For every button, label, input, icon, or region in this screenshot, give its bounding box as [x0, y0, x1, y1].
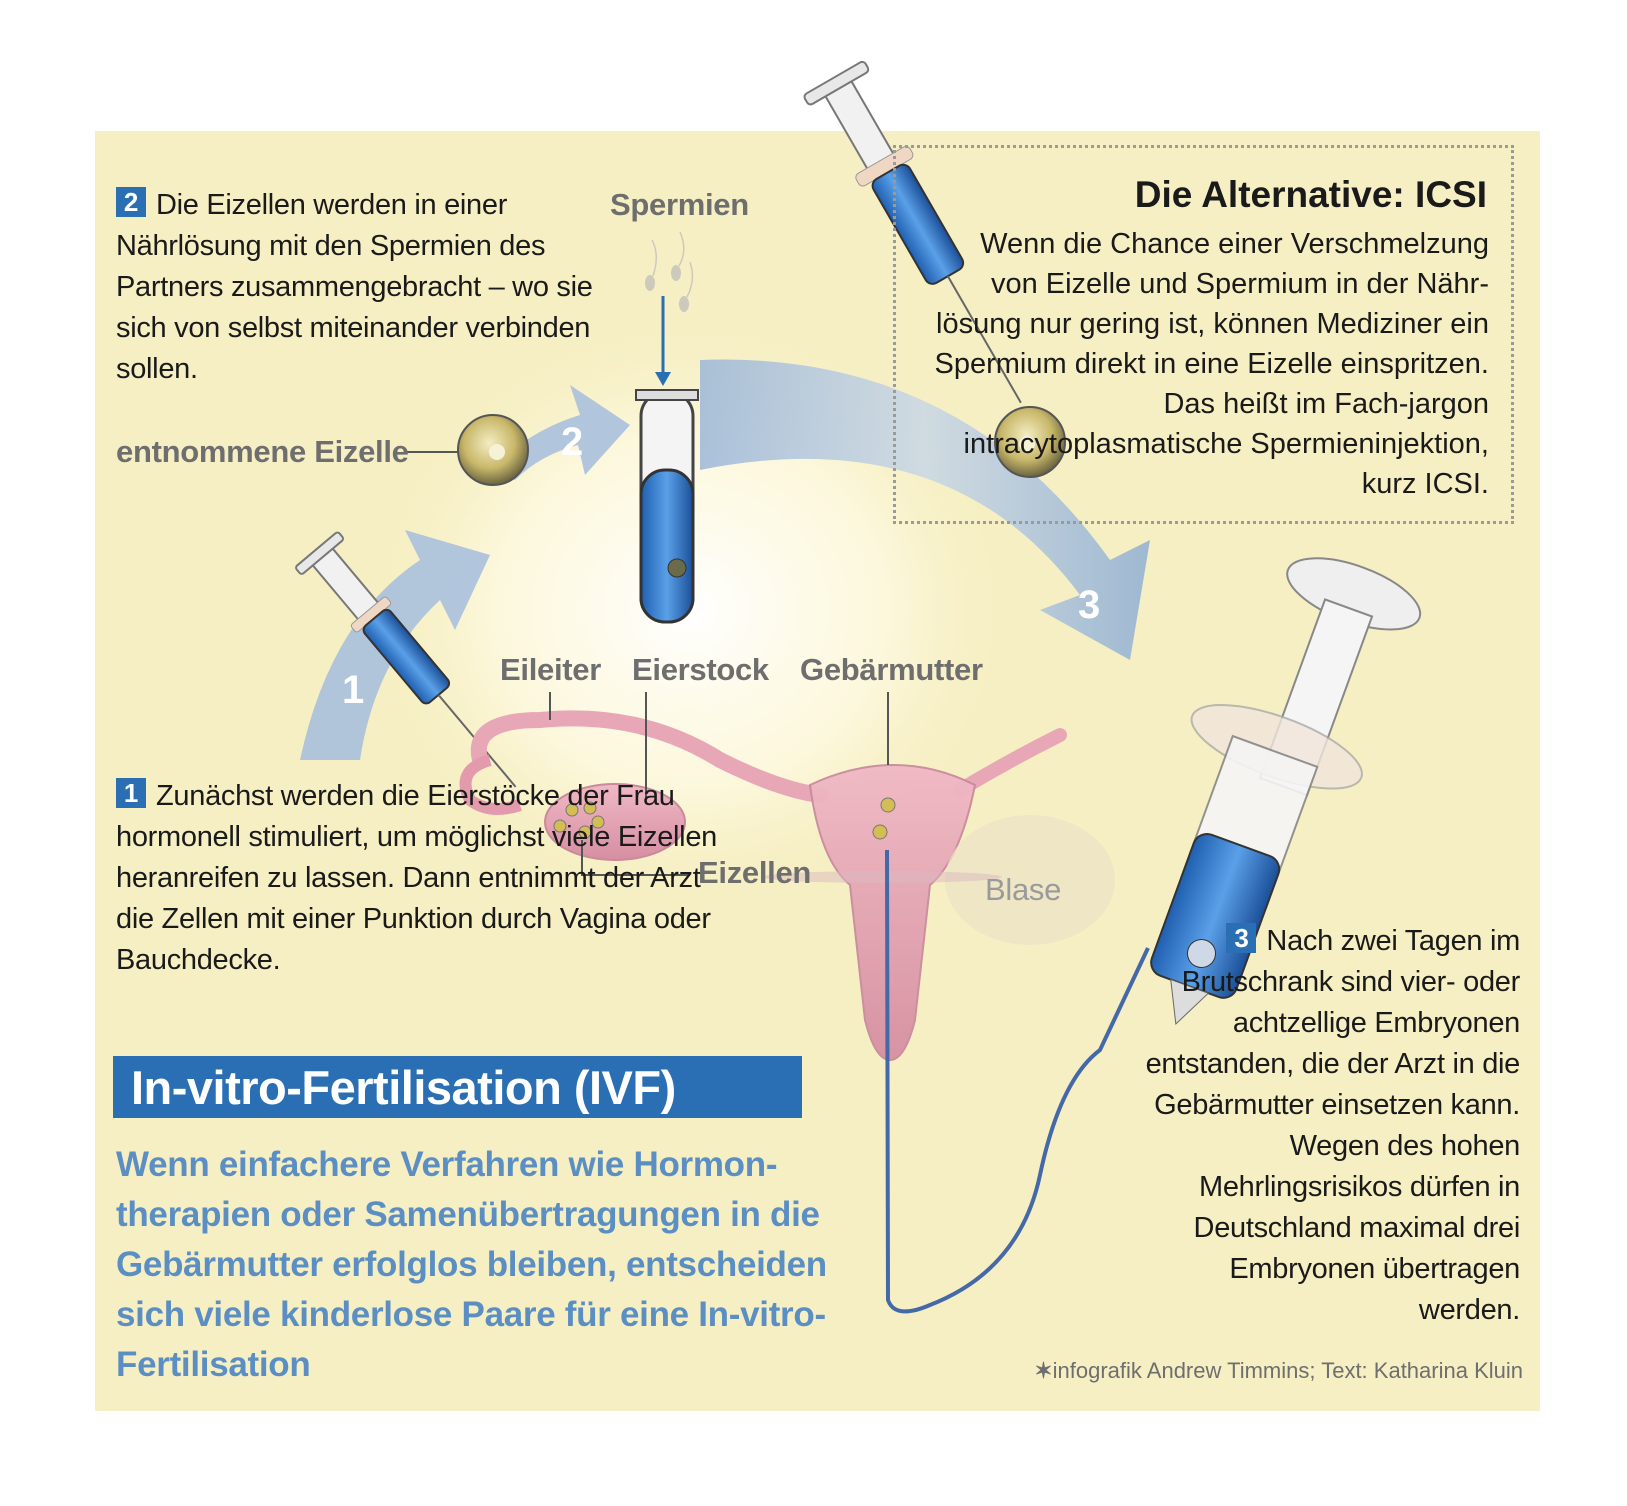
title-bar: In-vitro-Fertilisation (IVF): [113, 1056, 802, 1118]
arrow-arc-3: [700, 359, 1150, 660]
label-blase: Blase: [985, 872, 1062, 907]
credit-line: ✶infografik Andrew Timmins; Text: Kathar…: [1034, 1358, 1523, 1384]
credit-text: infografik Andrew Timmins; Text: Kathari…: [1052, 1358, 1523, 1383]
label-spermien: Spermien: [610, 187, 749, 222]
page-title: In-vitro-Fertilisation (IVF): [131, 1061, 676, 1114]
step-3-badge: 3: [1226, 923, 1257, 953]
label-eileiter: Eileiter: [500, 652, 601, 687]
arrow-number-2: 2: [561, 420, 584, 464]
step-1-text: Zunächst werden die Eierstöcke der Frau …: [116, 780, 717, 976]
arrow-number-1: 1: [342, 668, 365, 712]
label-eierstock: Eierstock: [632, 652, 769, 687]
step-2-text: Die Eizellen werden in einer Nährlösung …: [116, 189, 593, 385]
step-1-badge: 1: [116, 778, 146, 808]
label-gebaermutter: Gebärmutter: [800, 652, 983, 687]
step-2-badge: 2: [116, 187, 146, 217]
test-tube-icon: [635, 389, 699, 624]
label-eizellen: Eizellen: [698, 855, 812, 890]
catheter: [885, 849, 1150, 1314]
eizellen-leader: [581, 840, 690, 876]
bladder: [945, 815, 1115, 945]
icsi-text: Wenn die Chance einer Verschmelzung von …: [934, 228, 1489, 500]
arrow-number-3: 3: [1078, 583, 1101, 627]
infografik-logo-icon: ✶: [1034, 1358, 1053, 1383]
icsi-info-box: Die Alternative: ICSI Wenn die Chance ei…: [893, 145, 1514, 524]
puncture-syringe-icon: [295, 531, 517, 788]
sperm-icon: [645, 231, 694, 312]
step-3-text: Nach zwei Tagen im Brutschrank sind vier…: [1145, 925, 1521, 1326]
intro-text: Wenn einfachere Verfahren wie Hormon-the…: [116, 1145, 827, 1384]
down-arrow-head: [655, 372, 671, 386]
label-entnommene-eizelle: entnommene Eizelle: [116, 434, 409, 469]
transfer-syringe-icon: [1150, 557, 1422, 1026]
uterus-illustration: [459, 710, 1115, 1062]
ovary: [544, 783, 686, 861]
icsi-title: Die Alternative: ICSI: [1134, 174, 1487, 215]
fallopian-tube-left: [470, 710, 828, 803]
